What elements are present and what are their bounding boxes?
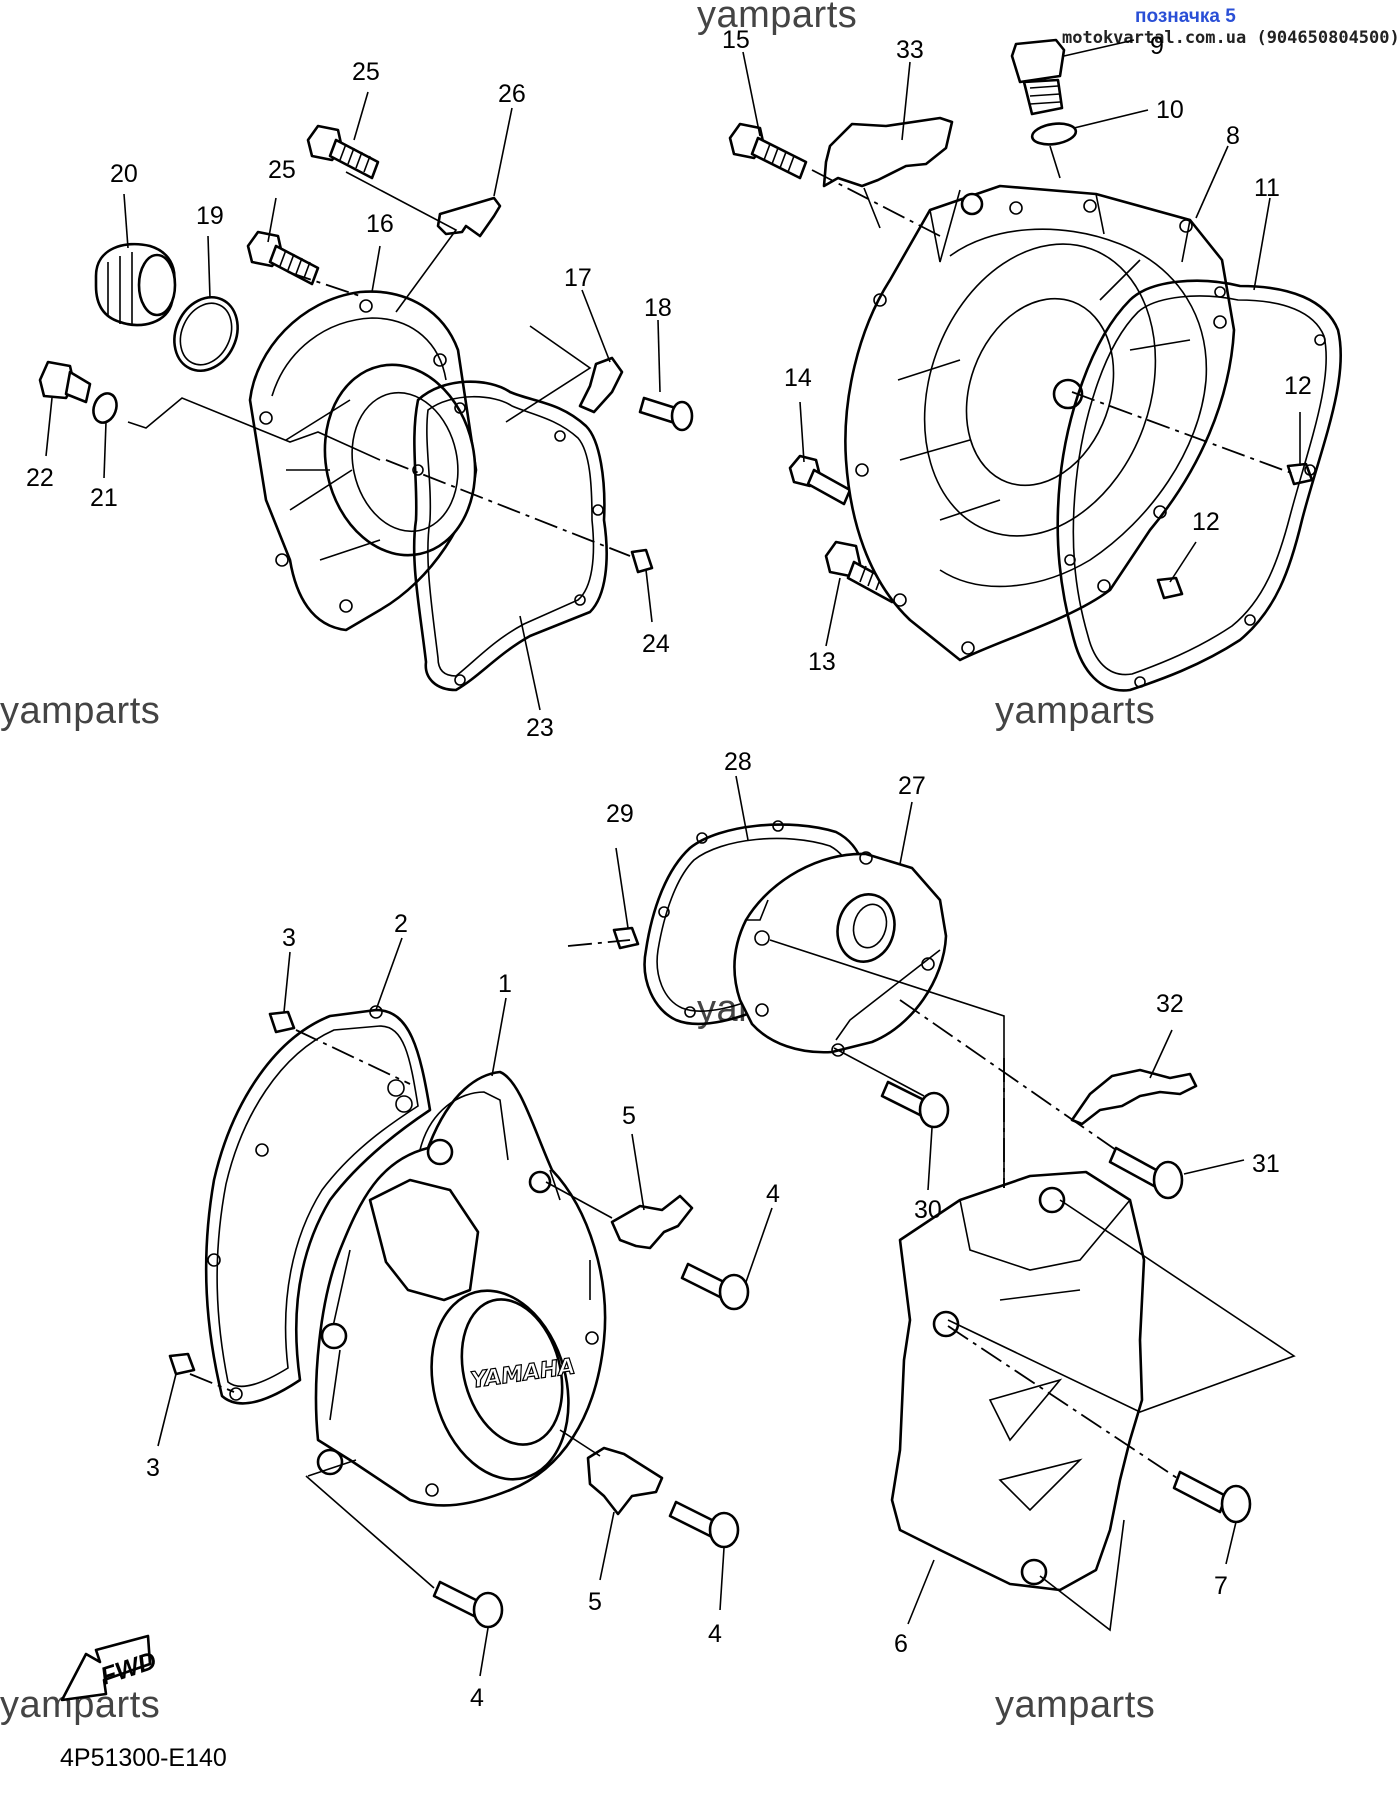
callout-19: 19 (196, 202, 224, 230)
bracket-part-17 (578, 356, 624, 414)
callout-26: 26 (498, 80, 526, 108)
callout-15: 15 (722, 26, 750, 54)
callout-4-bottom: 4 (470, 1684, 484, 1712)
callout-28: 28 (724, 748, 752, 776)
watermark-bottom-right: yamparts (995, 1684, 1156, 1726)
bolt-part-14 (788, 454, 852, 506)
watermark-top: yamparts (697, 0, 858, 36)
callout-17: 17 (564, 264, 592, 292)
bolt-part-25-upper (306, 124, 380, 180)
cover-part-16 (248, 290, 478, 632)
dowel-part-3-lower (168, 1352, 196, 1376)
callout-3-lower: 3 (146, 1454, 160, 1482)
filler-cap-part-9 (1010, 38, 1066, 116)
bottom-left-assembly: YAMAHA FWD (60, 1005, 750, 1702)
generator-cover-part-1: YAMAHA (314, 1070, 607, 1507)
callout-11: 11 (1254, 174, 1280, 202)
bracket-part-26 (436, 196, 502, 238)
o-ring-part-10 (1030, 122, 1078, 146)
callout-21: 21 (90, 484, 118, 512)
callout-14: 14 (784, 364, 812, 392)
callout-20: 20 (110, 160, 138, 188)
callout-2: 2 (394, 910, 408, 938)
dowel-part-12-lower (1156, 576, 1184, 600)
fwd-arrow: FWD (60, 1634, 160, 1702)
callout-leaders (45, 39, 1301, 1677)
gasket-part-2 (204, 1008, 432, 1405)
cover-part-27 (733, 851, 948, 1057)
bolt-part-25-lower (246, 230, 320, 286)
callout-27: 27 (898, 772, 926, 800)
callout-22: 22 (26, 464, 54, 492)
callout-12-upper: 12 (1284, 372, 1312, 400)
callout-30: 30 (914, 1196, 942, 1224)
callout-7: 7 (1214, 1572, 1228, 1600)
watermark-mid-right: yamparts (995, 690, 1156, 732)
clutch-cover-part-8 (844, 184, 1236, 662)
plug-part-20 (94, 242, 177, 327)
callout-29: 29 (606, 800, 634, 828)
bracket-part-5-upper (610, 1194, 694, 1250)
bolt-part-4-right-lower (668, 1500, 740, 1549)
bracket-part-33 (822, 116, 954, 188)
dowel-part-24 (630, 548, 654, 574)
screw-part-18 (638, 396, 694, 432)
callout-8: 8 (1226, 122, 1240, 150)
bolt-part-7 (1172, 1470, 1252, 1524)
callout-9: 9 (1150, 32, 1164, 60)
callout-12-lower: 12 (1192, 508, 1220, 536)
bolt-part-22 (38, 360, 92, 404)
callout-25-upper: 25 (352, 58, 380, 86)
bolt-part-15 (728, 122, 808, 180)
callout-31: 31 (1252, 1150, 1280, 1178)
callout-16: 16 (366, 210, 394, 238)
bolt-part-4-bottom (432, 1580, 504, 1629)
callout-numbers: 15 33 9 10 8 11 12 12 14 13 25 26 25 20 … (26, 26, 1312, 1712)
bolt-part-31 (1108, 1146, 1184, 1200)
callout-33: 33 (896, 36, 924, 64)
callout-25-lower: 25 (268, 156, 296, 184)
callout-24: 24 (642, 630, 670, 658)
dowel-part-3-upper (268, 1010, 296, 1034)
diagram-code: 4P51300-E140 (60, 1744, 227, 1772)
o-ring-part-19 (173, 296, 239, 372)
callout-4-right-upper: 4 (766, 1180, 780, 1208)
top-right-assembly (728, 38, 1342, 692)
washer-part-21 (92, 392, 118, 424)
badge-label: позначка 5 (1135, 6, 1236, 27)
gasket-part-11 (1056, 279, 1342, 692)
callout-6: 6 (894, 1630, 908, 1658)
sprocket-cover-part-6 (890, 1170, 1146, 1592)
bottom-right-assembly (567, 820, 1296, 1632)
callout-13: 13 (808, 648, 836, 676)
callout-5-upper: 5 (622, 1102, 636, 1130)
callout-23: 23 (526, 714, 554, 742)
callout-18: 18 (644, 294, 672, 322)
site-label: motokvartal.com.ua (904650804500) (1062, 28, 1400, 48)
top-left-assembly (38, 124, 694, 692)
callout-10: 10 (1156, 96, 1184, 124)
dowel-part-29 (612, 926, 640, 950)
gasket-part-23 (412, 380, 608, 692)
callout-5-lower: 5 (588, 1588, 602, 1616)
callout-32: 32 (1156, 990, 1184, 1018)
bracket-part-5-lower (586, 1446, 664, 1516)
callout-1: 1 (498, 970, 512, 998)
bracket-part-32 (1070, 1068, 1198, 1126)
callout-4-right-lower: 4 (708, 1620, 722, 1648)
callout-3-upper: 3 (282, 924, 296, 952)
bolt-part-30 (880, 1080, 950, 1129)
bolt-part-4-right-upper (680, 1262, 750, 1311)
watermark-mid-left: yamparts (0, 690, 161, 732)
